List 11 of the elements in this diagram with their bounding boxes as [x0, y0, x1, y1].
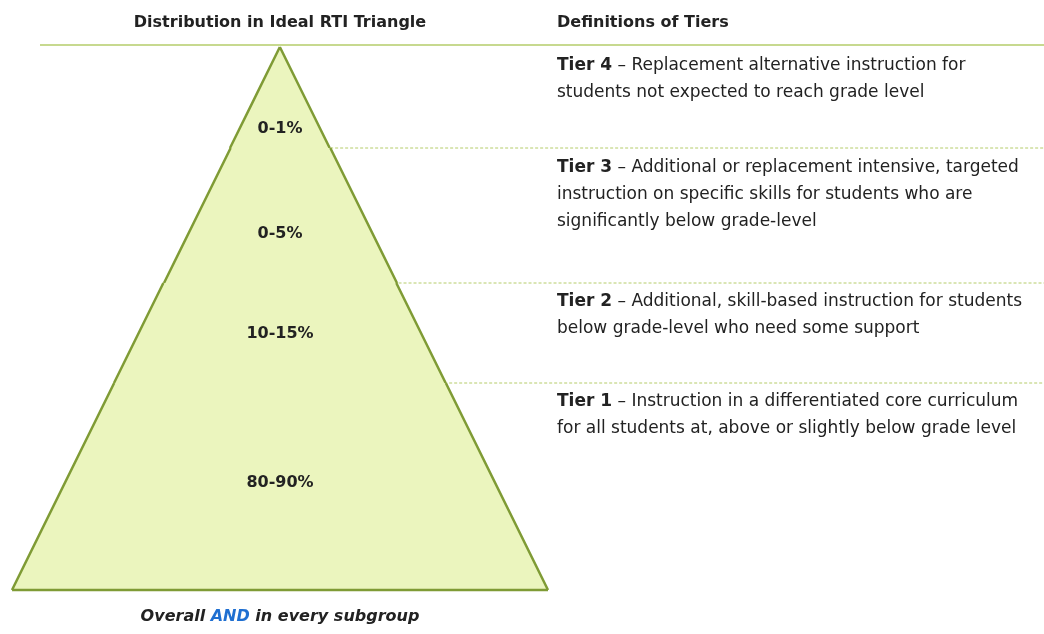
tier-definition: Tier 2 – Additional, skill-based instruction for students below grade-level who need some support [557, 289, 1023, 339]
percentage-label: 0-5% [257, 222, 303, 242]
caption: Overall AND in every subgroup [140, 606, 420, 625]
percentage-label: 10-15% [246, 322, 314, 342]
tier-definition: Tier 1 – Instruction in a differentiated core curriculum for all students at, above or slightly below grade level [557, 389, 1020, 439]
column-heading: Definitions of Tiers [557, 12, 729, 31]
tier-definition: Tier 3 – Additional or replacement intensive, targeted instruction on specific skills for students who are significantly below grade-level [557, 155, 1020, 232]
tier-definition: Tier 4 – Replacement alternative instruction for students not expected to reach grade level [557, 53, 967, 103]
percentage-label: 0-1% [257, 117, 303, 137]
column-heading: Distribution in Ideal RTI Triangle [133, 12, 427, 31]
percentage-label: 80-90% [246, 471, 314, 491]
